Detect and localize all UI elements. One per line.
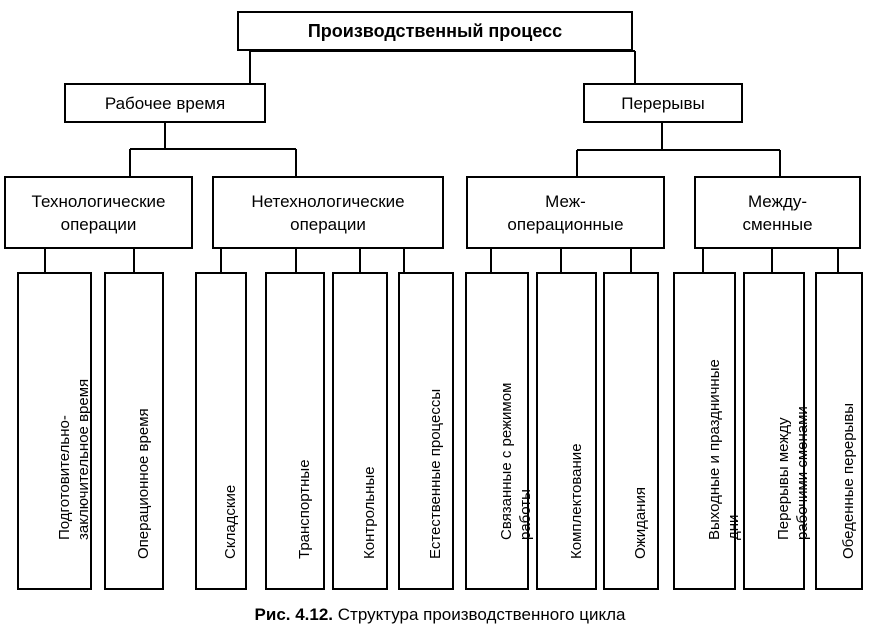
node-breaks-label: Перерывы: [621, 93, 705, 113]
leaf-waiting-line-1: Ожидания: [632, 487, 649, 559]
figure-caption-number: Рис. 4.12.: [254, 605, 334, 624]
leaf-transport-line-1: Транспортные: [296, 459, 313, 559]
leaf-breaks-between-shifts: Перерывы между рабочими сменами: [743, 272, 811, 590]
leaf-prep-line-2: заключительное время: [74, 378, 92, 540]
node-interoperational: Меж- операционные: [466, 176, 665, 249]
node-non-technological-operations: Нетехнологические операции: [212, 176, 444, 249]
leaf-waiting: Ожидания: [603, 272, 659, 590]
leaf-regime-line-2: работы: [517, 489, 534, 540]
figure-caption: Рис. 4.12. Структура производственного ц…: [0, 605, 880, 625]
leaf-shift-breaks-line-1: Перерывы между: [775, 417, 792, 540]
leaf-control-line-1: Контрольные: [361, 466, 378, 559]
figure-caption-text: Структура производственного цикла: [333, 605, 626, 624]
leaf-weekends-holidays: Выходные и праздничные дни: [673, 272, 742, 590]
leaf-work-regime: Связанные с режимом работы: [465, 272, 534, 590]
root-node-production-process: Производственный процесс: [237, 11, 633, 51]
leaf-natural-line-1: Естественные процессы: [427, 388, 444, 559]
leaf-prep-line-1: Подготовительно-: [55, 415, 73, 540]
leaf-operational-line-1: Операционное время: [135, 408, 152, 559]
leaf-control: Контрольные: [332, 272, 388, 590]
leaf-transport: Транспортные: [265, 272, 325, 590]
leaf-shift-breaks-line-2: рабочими сменами: [794, 406, 811, 540]
leaf-natural-processes: Естественные процессы: [398, 272, 454, 590]
leaf-operational-time: Операционное время: [104, 272, 164, 590]
node-tech-line-2: операции: [60, 214, 137, 234]
leaf-lunch-line-1: Обеденные перерывы: [840, 402, 857, 559]
node-interop-line-2: операционные: [507, 214, 624, 234]
leaf-storage: Складские: [195, 272, 247, 590]
node-intershift-line-2: сменные: [742, 214, 813, 234]
leaf-preparatory-final-time: Подготовительно- заключительное время: [17, 272, 92, 590]
node-interop-line-1: Меж-: [545, 191, 586, 211]
node-intershift: Между- сменные: [694, 176, 861, 249]
node-tech-line-1: Технологические: [31, 191, 166, 211]
leaf-weekends-line-2: дни: [724, 514, 742, 540]
node-technological-operations: Технологические операции: [4, 176, 193, 249]
leaf-completion-line-1: Комплектование: [567, 443, 585, 559]
leaf-weekends-line-1: Выходные и праздничные: [705, 359, 723, 540]
node-work-time-label: Рабочее время: [104, 93, 226, 113]
leaf-lunch-breaks: Обеденные перерывы: [815, 272, 863, 590]
root-node-label: Производственный процесс: [307, 20, 563, 41]
leaf-regime-line-1: Связанные с режимом: [498, 382, 515, 540]
node-nontech-line-1: Нетехнологические: [251, 191, 405, 211]
node-breaks: Перерывы: [583, 83, 743, 123]
node-intershift-line-1: Между-: [747, 191, 808, 211]
node-work-time: Рабочее время: [64, 83, 266, 123]
leaf-storage-line-1: Складские: [222, 484, 239, 559]
leaf-completion: Комплектование: [536, 272, 597, 590]
node-nontech-line-2: операции: [290, 214, 366, 234]
